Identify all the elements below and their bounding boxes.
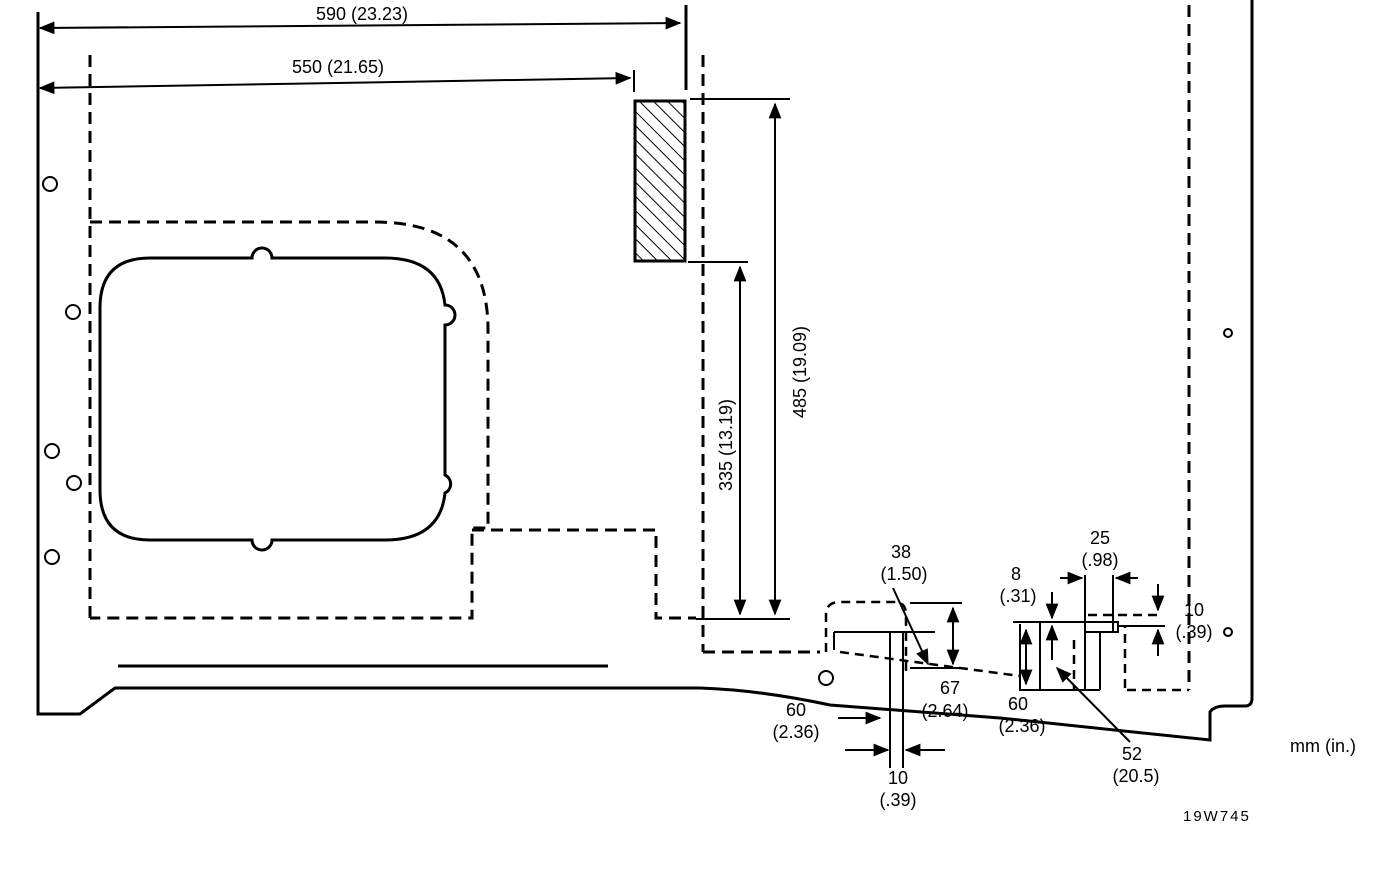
hole bbox=[1223, 328, 1233, 338]
left-cabinet-outline bbox=[36, 0, 1254, 742]
hole bbox=[44, 549, 60, 565]
detail-a: 38 (1.50) 67 (2.64) 60 (2.36) 10 (.39) bbox=[772, 542, 968, 810]
internal-dashed-outlines bbox=[88, 5, 1191, 692]
detail-a-67-in: (2.64) bbox=[921, 701, 968, 721]
detail-a-38-in: (1.50) bbox=[880, 564, 927, 584]
detail-b-52-mm: 52 bbox=[1122, 744, 1142, 764]
detail-b-10-mm: 10 bbox=[1184, 600, 1204, 620]
detail-b-60-in: (2.36) bbox=[998, 716, 1045, 736]
detail-a-60-mm: 60 bbox=[786, 700, 806, 720]
detail-a-60-in: (2.36) bbox=[772, 722, 819, 742]
height-lower-label: 335 (13.19) bbox=[716, 399, 736, 491]
detail-a-10-mm: 10 bbox=[888, 768, 908, 788]
detail-a-67-mm: 67 bbox=[940, 678, 960, 698]
hole bbox=[65, 304, 81, 320]
detail-b-25-in: (.98) bbox=[1081, 550, 1118, 570]
detail-b-10-in: (.39) bbox=[1175, 622, 1212, 642]
units-note: mm (in.) bbox=[1290, 736, 1356, 756]
hole bbox=[66, 475, 82, 491]
detail-b-8-mm: 8 bbox=[1011, 564, 1021, 584]
top-dimensions: 590 (23.23) 550 (21.65) bbox=[38, 4, 682, 95]
detail-b-52-in: (20.5) bbox=[1112, 766, 1159, 786]
detail-b-25-mm: 25 bbox=[1090, 528, 1110, 548]
detail-b: 25 (.98) 8 (.31) 10 (.39) 60 (2.36) 52 (… bbox=[998, 528, 1212, 786]
panel-opening-outline bbox=[98, 246, 457, 552]
hatched-block bbox=[633, 99, 687, 263]
mounting-holes bbox=[42, 176, 1233, 686]
hole bbox=[44, 443, 60, 459]
hole bbox=[42, 176, 58, 192]
detail-b-8-in: (.31) bbox=[999, 586, 1036, 606]
hole bbox=[1223, 627, 1233, 637]
overall-width-label: 590 (23.23) bbox=[316, 4, 408, 24]
detail-b-60-mm: 60 bbox=[1008, 694, 1028, 714]
inner-width-label: 550 (21.65) bbox=[292, 57, 384, 77]
detail-a-10-in: (.39) bbox=[879, 790, 916, 810]
drawing-code: 19W745 bbox=[1183, 808, 1251, 825]
hole bbox=[818, 670, 834, 686]
vertical-dimensions: 485 (19.09) 335 (13.19) bbox=[688, 98, 810, 620]
detail-a-38-mm: 38 bbox=[891, 542, 911, 562]
height-total-label: 485 (19.09) bbox=[790, 326, 810, 418]
